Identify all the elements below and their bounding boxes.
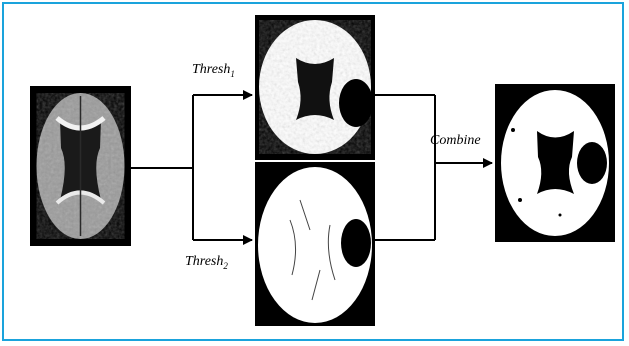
thresh2-brain-image bbox=[255, 162, 375, 326]
thresh2-label: Thresh2 bbox=[185, 254, 228, 270]
combine-label: Combine bbox=[430, 133, 481, 149]
input-brain-image bbox=[30, 86, 131, 246]
thresh1-brain-image bbox=[255, 15, 375, 160]
combined-brain-image bbox=[495, 84, 615, 242]
thresh1-label: Thresh1 bbox=[192, 62, 235, 78]
